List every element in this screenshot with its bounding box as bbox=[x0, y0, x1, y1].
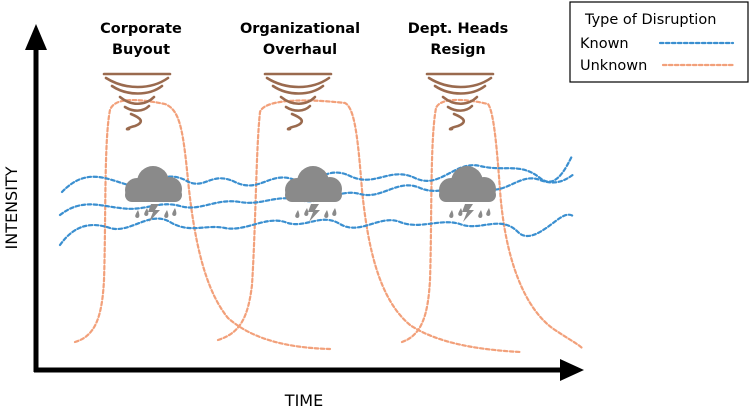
storm-cloud-icon bbox=[125, 166, 182, 222]
x-axis-arrowhead bbox=[560, 359, 584, 381]
event-title-line2: Resign bbox=[430, 42, 485, 58]
unknown-curve-2 bbox=[216, 99, 522, 354]
unknown-disruption-curves bbox=[73, 98, 584, 354]
legend-label-known: Known bbox=[580, 36, 629, 52]
unknown-curve-1 bbox=[73, 98, 332, 351]
tornado-icon bbox=[102, 72, 172, 131]
tornado-icon bbox=[263, 72, 333, 131]
event-title-line1: Corporate bbox=[100, 21, 182, 37]
legend: Type of Disruption Known Unknown bbox=[569, 1, 749, 83]
known-curve-3 bbox=[58, 213, 575, 247]
event-dept-heads-resign: Dept. Heads Resign bbox=[408, 21, 509, 58]
y-axis-arrowhead bbox=[25, 24, 47, 50]
legend-title: Type of Disruption bbox=[584, 12, 716, 28]
storm-cloud-icon bbox=[439, 166, 496, 222]
unknown-curve-3 bbox=[400, 98, 584, 350]
legend-label-unknown: Unknown bbox=[580, 58, 647, 74]
axes: INTENSITY TIME bbox=[2, 24, 584, 410]
tornado-icon bbox=[425, 72, 495, 131]
event-title-line2: Buyout bbox=[112, 42, 170, 58]
event-organizational-overhaul: Organizational Overhaul bbox=[240, 21, 360, 58]
event-title-line1: Dept. Heads bbox=[408, 21, 509, 37]
x-axis-label: TIME bbox=[284, 391, 323, 410]
legend-box bbox=[569, 1, 749, 83]
event-corporate-buyout: Corporate Buyout bbox=[100, 21, 182, 58]
storm-cloud-icon bbox=[285, 166, 342, 222]
event-title-line2: Overhaul bbox=[263, 42, 337, 58]
y-axis-label: INTENSITY bbox=[2, 166, 21, 249]
event-title-line1: Organizational bbox=[240, 21, 360, 37]
